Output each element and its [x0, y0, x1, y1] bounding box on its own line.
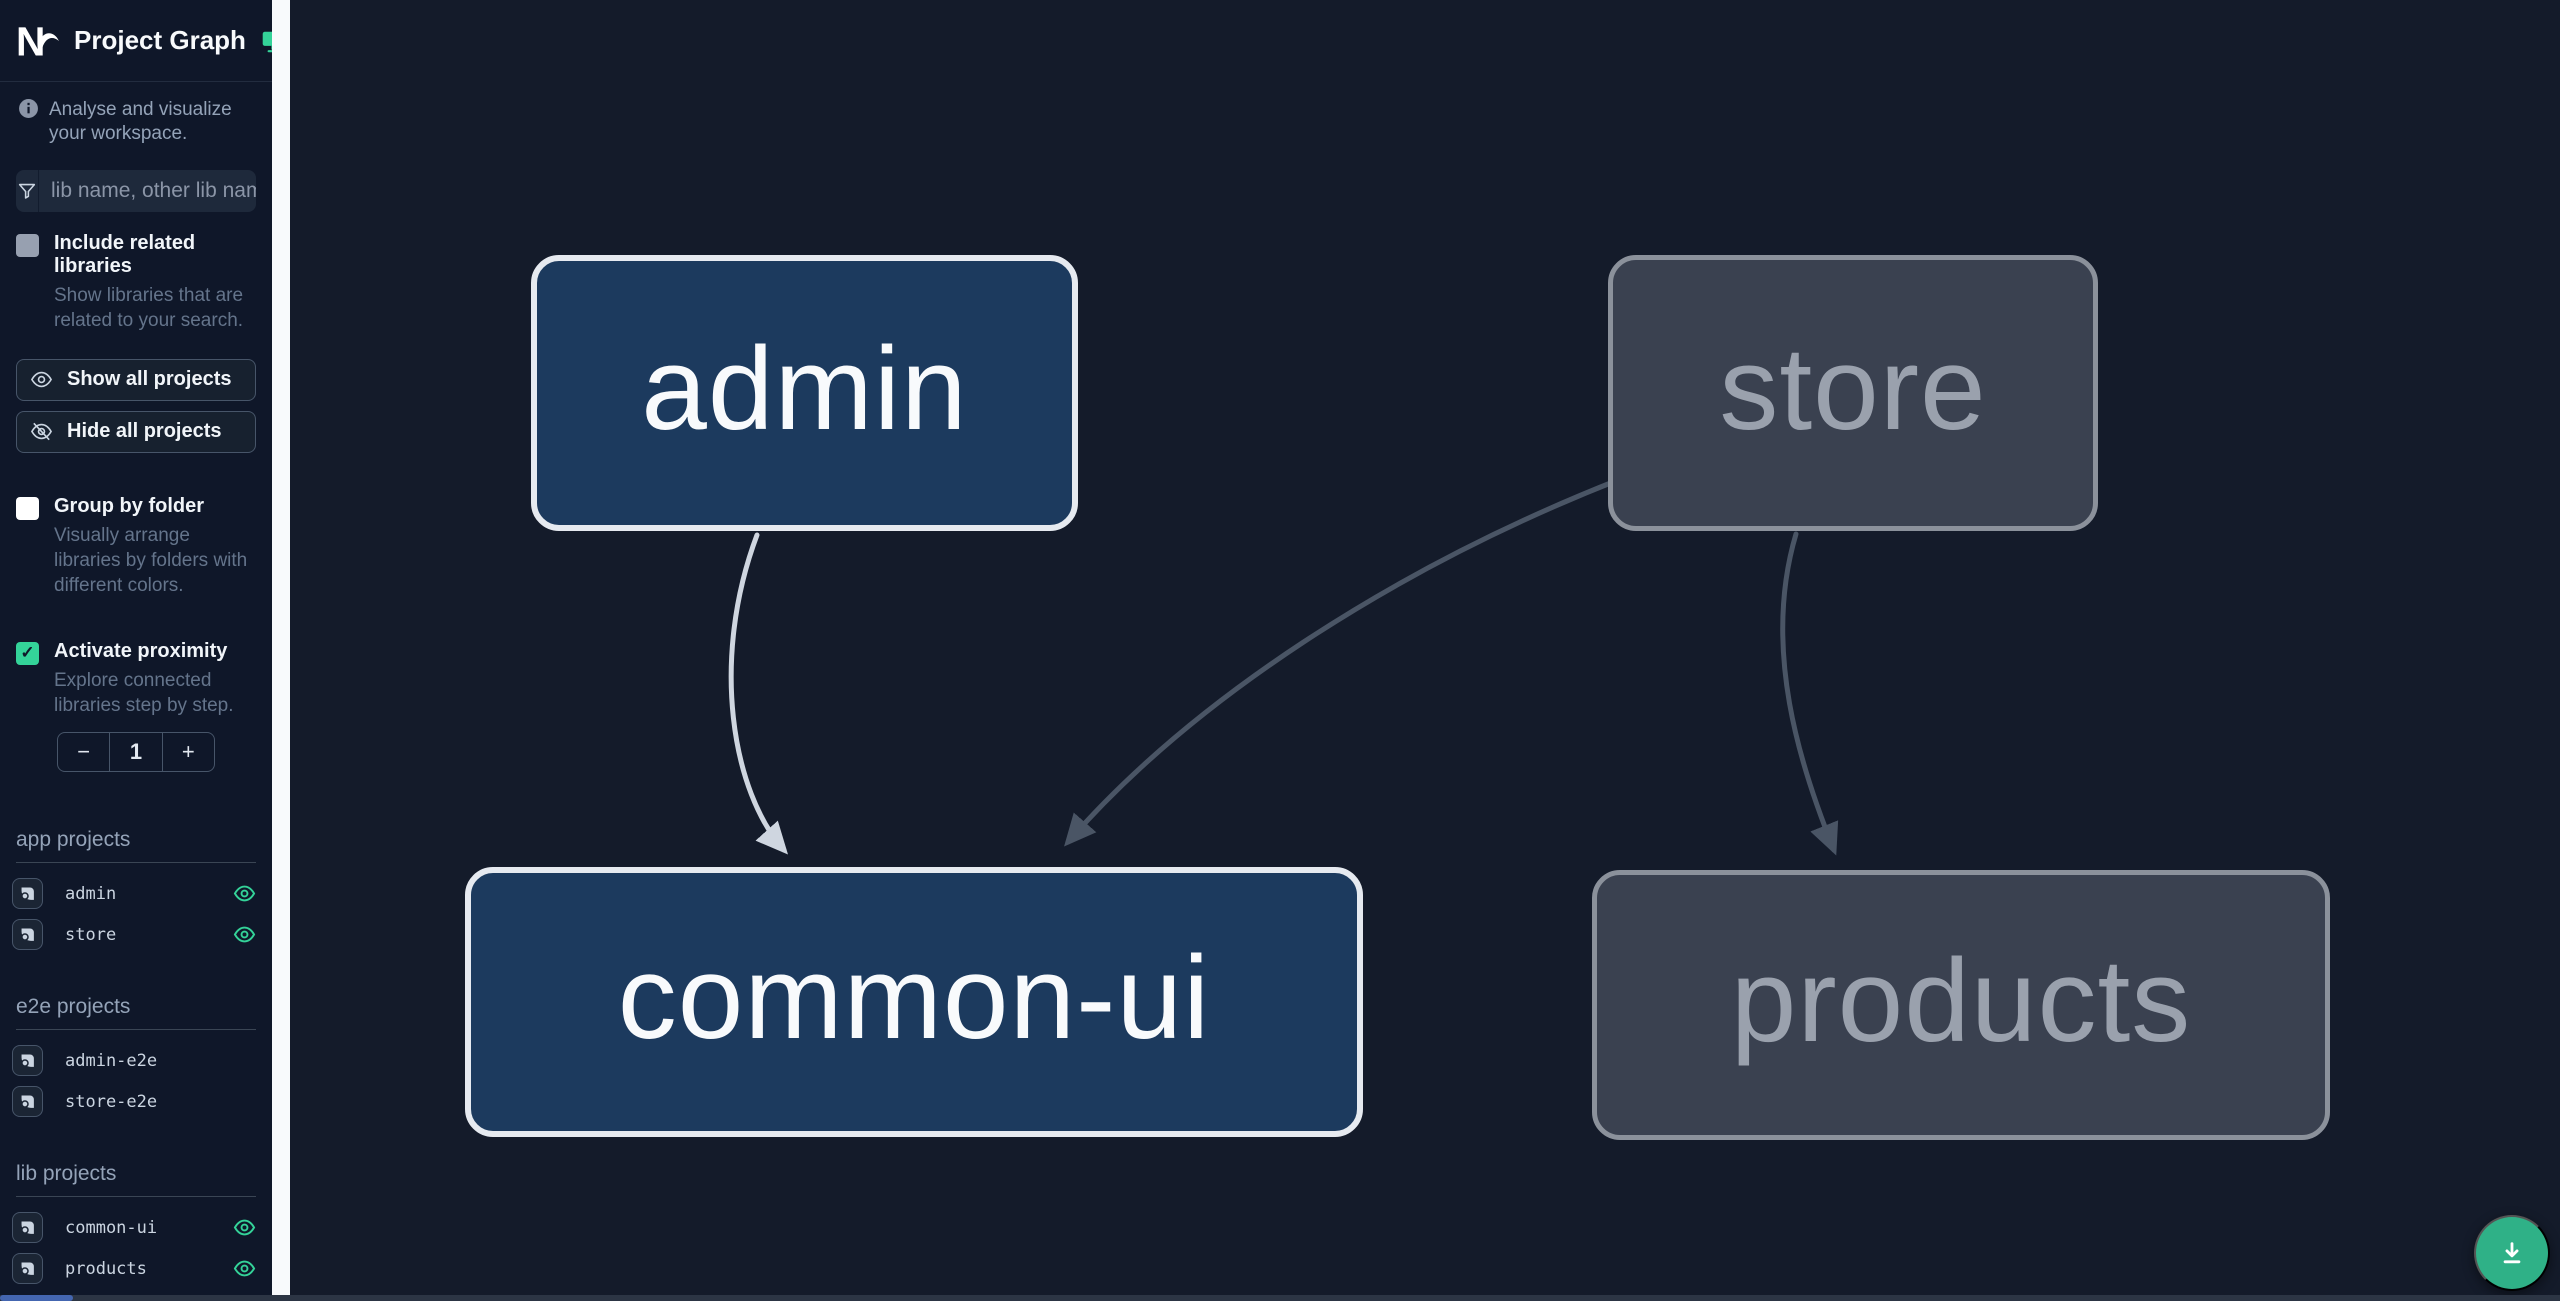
- horizontal-scrollbar-track[interactable]: [0, 1295, 2560, 1301]
- edge-store-to-products[interactable]: [1780, 531, 1839, 856]
- include-related-description: Show libraries that are related to your …: [54, 284, 244, 331]
- graph-node-common-ui[interactable]: common-ui: [465, 867, 1363, 1137]
- section-title: app projects: [16, 828, 256, 864]
- proximity-stepper: − 1 +: [57, 732, 215, 773]
- node-label: admin: [641, 323, 968, 455]
- section-app-projects: app projects admin: [0, 828, 272, 955]
- eye-icon: [30, 368, 53, 391]
- focus-icon: [21, 887, 34, 900]
- horizontal-scrollbar-thumb[interactable]: [0, 1295, 73, 1301]
- project-row-store-e2e: store-e2e: [12, 1081, 256, 1122]
- toggle-visibility-eye-icon[interactable]: [232, 1257, 256, 1281]
- focus-project-button[interactable]: [12, 1212, 43, 1244]
- project-row-store: store: [12, 914, 256, 955]
- sidebar: N Project Graph Anal: [0, 0, 284, 1301]
- activate-proximity-description: Explore connected libraries step by step…: [54, 669, 234, 716]
- project-name[interactable]: store: [65, 924, 117, 945]
- proximity-decrement-button[interactable]: −: [77, 739, 91, 765]
- section-lib-projects: lib projects common-ui: [0, 1162, 272, 1289]
- graph-edges: [728, 477, 1839, 856]
- hide-all-projects-label: Hide all projects: [67, 420, 222, 443]
- project-row-common-ui: common-ui: [12, 1207, 256, 1248]
- focus-project-button[interactable]: [12, 1086, 43, 1118]
- focus-project-button[interactable]: [12, 1253, 43, 1285]
- activate-proximity-label: Activate proximity: [54, 639, 228, 662]
- section-title: e2e projects: [16, 995, 256, 1031]
- toggle-visibility-eye-icon[interactable]: [232, 923, 256, 947]
- edge-admin-to-common-ui[interactable]: [728, 532, 789, 855]
- node-label: products: [1730, 935, 2192, 1067]
- group-by-folder-checkbox[interactable]: [16, 496, 39, 520]
- focus-project-button[interactable]: [12, 878, 43, 910]
- node-label: store: [1719, 323, 1987, 455]
- graph-node-store[interactable]: store: [1608, 255, 2098, 531]
- focus-icon: [21, 928, 34, 941]
- project-graph-canvas[interactable]: admin store common-ui products: [290, 0, 2560, 1301]
- project-name[interactable]: store-e2e: [65, 1091, 158, 1112]
- activate-proximity-option: ✓ Activate proximity Explore connected l…: [0, 624, 272, 718]
- show-all-projects-button[interactable]: Show all projects: [16, 358, 256, 401]
- group-by-folder-description: Visually arrange libraries by folders wi…: [54, 524, 248, 596]
- page-title: Project Graph: [74, 25, 246, 55]
- focus-icon: [21, 1095, 34, 1108]
- funnel-icon: [16, 169, 39, 212]
- group-by-folder-option: Group by folder Visually arrange librari…: [0, 479, 272, 598]
- node-label: common-ui: [617, 932, 1211, 1064]
- download-icon: [2496, 1237, 2528, 1269]
- eye-off-icon: [30, 420, 53, 443]
- workspace-tagline: Analyse and visualize your workspace.: [49, 99, 232, 144]
- section-title: lib projects: [16, 1162, 256, 1198]
- proximity-increment-button[interactable]: +: [181, 739, 195, 765]
- show-all-projects-label: Show all projects: [67, 368, 232, 391]
- project-name[interactable]: admin-e2e: [65, 1050, 158, 1071]
- workspace-tagline-row: Analyse and visualize your workspace.: [0, 82, 272, 156]
- graph-node-products[interactable]: products: [1592, 870, 2330, 1140]
- include-related-checkbox[interactable]: [16, 233, 39, 257]
- sidebar-resize-handle[interactable]: [272, 0, 290, 1301]
- project-name[interactable]: common-ui: [65, 1217, 158, 1238]
- toggle-visibility-eye-icon[interactable]: [232, 882, 256, 906]
- info-icon: [18, 98, 39, 119]
- focus-project-button[interactable]: [12, 919, 43, 951]
- section-e2e-projects: e2e projects admin-e2e: [0, 995, 272, 1122]
- toggle-visibility-eye-icon[interactable]: [232, 1216, 256, 1240]
- filter-box: [16, 169, 256, 212]
- project-name[interactable]: admin: [65, 883, 117, 904]
- include-related-label: Include related libraries: [54, 231, 196, 277]
- graph-node-admin[interactable]: admin: [531, 255, 1078, 531]
- download-graph-button[interactable]: [2474, 1215, 2550, 1291]
- focus-icon: [21, 1054, 34, 1067]
- hide-all-projects-button[interactable]: Hide all projects: [16, 410, 256, 453]
- activate-proximity-checkbox[interactable]: ✓: [16, 641, 39, 665]
- project-name[interactable]: products: [65, 1258, 147, 1279]
- focus-icon: [21, 1221, 34, 1234]
- sidebar-header: N Project Graph: [0, 0, 284, 82]
- focus-icon: [21, 1262, 34, 1275]
- edge-store-to-common-ui[interactable]: [1064, 477, 1621, 847]
- group-by-folder-label: Group by folder: [54, 494, 204, 517]
- search-input[interactable]: [39, 169, 256, 212]
- project-row-admin: admin: [12, 873, 256, 914]
- focus-project-button[interactable]: [12, 1045, 43, 1077]
- nx-logo: N: [16, 19, 60, 63]
- project-row-admin-e2e: admin-e2e: [12, 1040, 256, 1081]
- include-related-option: Include related libraries Show libraries…: [0, 216, 272, 333]
- proximity-value: 1: [109, 733, 163, 772]
- project-row-products: products: [12, 1248, 256, 1289]
